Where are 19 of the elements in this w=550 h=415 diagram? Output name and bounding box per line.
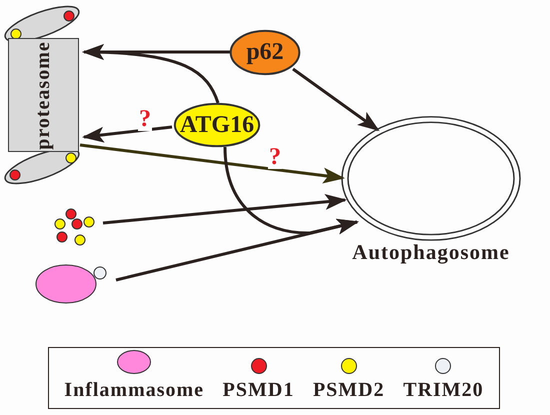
node-label: ATG16 — [180, 112, 254, 138]
legend-label: TRIM20 — [403, 379, 484, 402]
proteasome-box — [8, 38, 79, 152]
arrow — [116, 218, 359, 282]
node-label: p62 — [246, 39, 284, 66]
legend-label: PSMD1 — [222, 379, 294, 402]
legend-label: Inflammasome — [64, 379, 204, 402]
protein-ellipse — [230, 30, 300, 75]
arrow — [80, 144, 345, 184]
arrow — [82, 126, 172, 143]
arrow — [102, 194, 347, 224]
arrow — [292, 68, 380, 132]
edge-label: ? — [138, 107, 152, 131]
node-label: Autophagosome — [351, 240, 511, 265]
protein-ellipse — [174, 103, 260, 147]
edge-label: ? — [268, 145, 282, 169]
legend-label: PSMD2 — [312, 379, 385, 402]
node-label: proteasome — [32, 40, 55, 150]
arrow — [82, 44, 220, 104]
